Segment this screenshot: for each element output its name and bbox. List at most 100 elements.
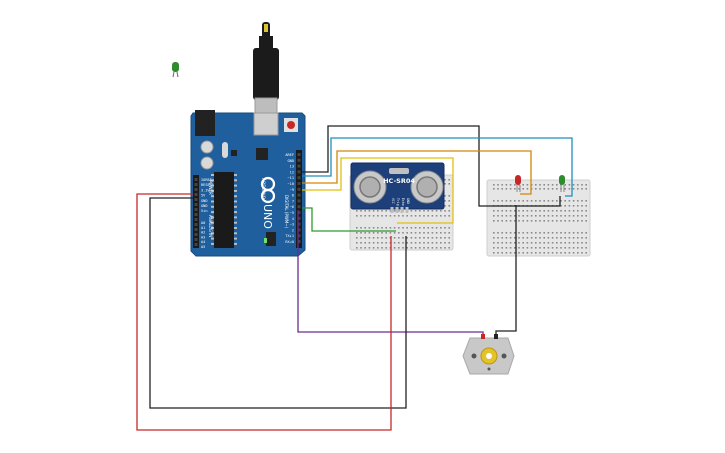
breadboard-hole: [518, 237, 520, 239]
breadboard-hole: [364, 227, 366, 229]
header-pin[interactable]: [194, 223, 198, 226]
breadboard-hole: [414, 242, 417, 244]
chip-leg: [234, 227, 237, 229]
header-pin[interactable]: [297, 164, 301, 168]
chip-leg: [211, 237, 214, 240]
breadboard-hole: [581, 232, 583, 234]
header-pin[interactable]: [297, 158, 301, 162]
header-pin[interactable]: [194, 243, 198, 246]
breadboard-hole: [526, 237, 529, 239]
breadboard-hole: [377, 247, 379, 249]
capacitor-1: [200, 140, 214, 154]
breadboard-hole: [505, 210, 508, 212]
header-pin[interactable]: [194, 208, 198, 211]
header-pin[interactable]: [194, 178, 198, 181]
header-pin[interactable]: [194, 193, 198, 196]
breadboard-hole: [581, 200, 583, 202]
wire-orange[interactable]: [302, 150, 532, 195]
breadboard-right[interactable]: [486, 179, 591, 257]
breadboard-hole: [381, 242, 383, 244]
chip-leg: [234, 216, 237, 219]
breadboard-hole: [585, 184, 587, 186]
header-pin[interactable]: [194, 198, 198, 201]
header-pin[interactable]: [194, 218, 198, 221]
breadboard-hole: [377, 215, 379, 217]
breadboard-hole: [410, 215, 413, 217]
wire-yellow[interactable]: [302, 157, 454, 224]
wire-black-led[interactable]: [520, 196, 561, 207]
header-pin[interactable]: [297, 187, 301, 191]
led-red[interactable]: [515, 175, 521, 192]
wire-red-5v[interactable]: [136, 193, 392, 431]
breadboard-hole: [372, 215, 375, 217]
breadboard-hole: [444, 227, 446, 229]
header-pin[interactable]: [194, 228, 198, 231]
header-pin[interactable]: [297, 234, 301, 238]
header-pin[interactable]: [194, 233, 198, 236]
arduino-uno-board[interactable]: UNO ARDUINO POWER ANALOG IN DIGITAL (PWM…: [190, 110, 306, 257]
wire-black-gnd-top[interactable]: [302, 125, 520, 207]
breadboard-hole: [406, 232, 408, 234]
reset-button[interactable]: [287, 121, 295, 129]
sensor-pin[interactable]: [405, 207, 409, 213]
wire-blue[interactable]: [302, 137, 573, 197]
breadboard-hole: [427, 242, 429, 244]
breadboard-hole: [398, 215, 400, 217]
header-pin[interactable]: [194, 238, 198, 241]
header-pin[interactable]: [194, 188, 198, 191]
wire-black-gnd[interactable]: [149, 197, 407, 409]
breadboard-hole: [356, 227, 358, 229]
breadboard-hole: [414, 237, 417, 239]
dc-motor[interactable]: [462, 334, 515, 375]
breadboard-hole: [585, 210, 587, 212]
breadboard-hole: [448, 247, 450, 249]
breadboard-hole: [402, 232, 404, 234]
motor-terminal-black[interactable]: [494, 334, 498, 339]
breadboard-hole: [581, 242, 583, 244]
breadboard-hole: [556, 188, 558, 190]
breadboard-hole: [547, 220, 550, 222]
sensor-pin[interactable]: [400, 207, 404, 213]
header-pin[interactable]: [297, 176, 301, 180]
breadboard-hole: [414, 232, 417, 234]
breadboard-hole: [560, 247, 562, 249]
breadboard-hole: [522, 200, 524, 202]
breadboard-hole: [431, 242, 434, 244]
breadboard-hole: [564, 210, 566, 212]
header-pin[interactable]: [297, 205, 301, 209]
wire-green[interactable]: [302, 207, 396, 232]
sensor-pin[interactable]: [390, 207, 394, 213]
header-pin[interactable]: [297, 222, 301, 226]
header-pin[interactable]: [297, 170, 301, 174]
breadboard-hole: [368, 237, 371, 239]
sensor-pin-label: Trig: [396, 198, 400, 206]
header-pin[interactable]: [297, 182, 301, 185]
header-pin[interactable]: [194, 203, 198, 206]
breadboard-hole: [505, 188, 508, 190]
motor-terminal-red[interactable]: [481, 334, 485, 339]
header-pin[interactable]: [297, 199, 301, 203]
breadboard-hole: [581, 184, 583, 186]
led-green[interactable]: [559, 175, 565, 192]
header-pin[interactable]: [297, 153, 301, 156]
pin-label: GND: [288, 159, 295, 163]
breadboard-hole: [526, 215, 529, 217]
header-pin[interactable]: [297, 211, 301, 214]
header-pin[interactable]: [297, 193, 301, 197]
header-pin[interactable]: [194, 183, 198, 186]
breadboard-hole: [522, 232, 524, 234]
breadboard-hole: [448, 205, 450, 207]
header-pin[interactable]: [297, 216, 301, 220]
header-pin[interactable]: [297, 240, 301, 243]
breadboard-hole: [501, 252, 503, 254]
breadboard-hole: [547, 184, 550, 186]
breadboard-hole: [381, 215, 383, 217]
breadboard-hole: [572, 237, 575, 239]
breadboard-hole: [526, 247, 529, 249]
led-green-loose[interactable]: [172, 62, 179, 78]
sensor-pin[interactable]: [395, 207, 399, 213]
header-pin[interactable]: [297, 228, 301, 232]
header-pin[interactable]: [194, 213, 198, 216]
pin-label: A4: [201, 240, 205, 244]
